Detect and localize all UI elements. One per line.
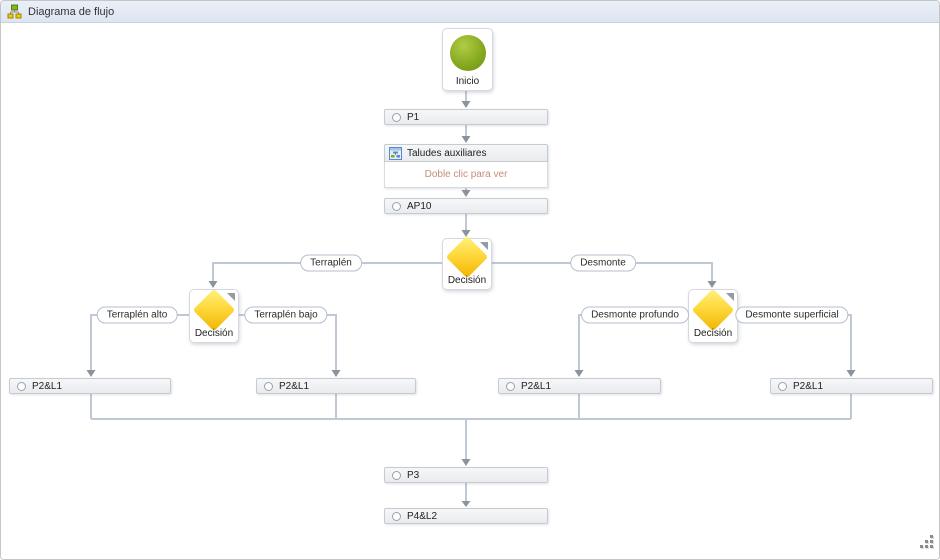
status-circle-icon bbox=[264, 381, 273, 391]
output-node-label: P2&L1 bbox=[279, 380, 310, 392]
branch-label-desmonte-superficial: Desmonte superficial bbox=[735, 306, 849, 324]
decision-node-label: Decisión bbox=[447, 275, 487, 286]
subdiagram-hint: Doble clic para ver bbox=[424, 169, 508, 180]
subdiagram-header: Taludes auxiliares bbox=[384, 144, 548, 162]
process-node-ap10[interactable]: AP10 bbox=[384, 198, 548, 214]
collapse-corner-icon bbox=[227, 293, 235, 301]
subdiagram-node-taludes[interactable]: Taludes auxiliares Doble clic para ver bbox=[384, 144, 548, 188]
output-node-p2l1-3[interactable]: P2&L1 bbox=[498, 378, 661, 394]
start-node-label: Inicio bbox=[455, 76, 480, 87]
output-node-label: P2&L1 bbox=[32, 380, 63, 392]
branch-label-terraplen: Terraplén bbox=[300, 254, 362, 272]
output-node-label: P2&L1 bbox=[521, 380, 552, 392]
branch-label-desmonte-profundo: Desmonte profundo bbox=[581, 306, 689, 324]
process-node-label: P4&L2 bbox=[407, 510, 438, 522]
branch-label-terraplen-bajo: Terraplén bajo bbox=[244, 306, 328, 324]
process-node-p3[interactable]: P3 bbox=[384, 467, 548, 483]
flowchart-icon bbox=[7, 4, 22, 19]
output-node-p2l1-4[interactable]: P2&L1 bbox=[770, 378, 933, 394]
decision-node-label: Decisión bbox=[693, 328, 733, 339]
status-circle-icon bbox=[392, 470, 401, 480]
branch-label-desmonte: Desmonte bbox=[570, 254, 636, 272]
output-node-label: P2&L1 bbox=[793, 380, 824, 392]
status-circle-icon bbox=[392, 201, 401, 211]
process-node-label: AP10 bbox=[407, 200, 432, 212]
panel-title: Diagrama de flujo bbox=[28, 5, 115, 18]
branch-label-terraplen-alto: Terraplén alto bbox=[96, 306, 178, 324]
output-node-p2l1-2[interactable]: P2&L1 bbox=[256, 378, 416, 394]
collapse-corner-icon bbox=[726, 293, 734, 301]
process-node-label: P3 bbox=[407, 469, 420, 481]
process-node-p4l2[interactable]: P4&L2 bbox=[384, 508, 548, 524]
status-circle-icon bbox=[392, 112, 401, 122]
connector-lines bbox=[86, 89, 856, 507]
status-circle-icon bbox=[778, 381, 787, 391]
diagram-canvas: Inicio P1 Taludes auxi bbox=[1, 23, 939, 559]
panel-titlebar: Diagrama de flujo bbox=[1, 1, 939, 23]
subdiagram-title: Taludes auxiliares bbox=[407, 147, 487, 159]
status-circle-icon bbox=[17, 381, 26, 391]
decision-node-right[interactable]: Decisión bbox=[688, 288, 738, 343]
process-node-p1[interactable]: P1 bbox=[384, 109, 548, 125]
start-node[interactable]: Inicio bbox=[442, 28, 493, 91]
decision-node-label: Decisión bbox=[194, 328, 234, 339]
decision-node-main[interactable]: Decisión bbox=[442, 235, 492, 290]
subdiagram-icon bbox=[389, 146, 402, 160]
decision-node-left[interactable]: Decisión bbox=[189, 288, 239, 343]
output-node-p2l1-1[interactable]: P2&L1 bbox=[9, 378, 171, 394]
resize-grip[interactable] bbox=[920, 535, 934, 554]
status-circle-icon bbox=[392, 511, 401, 521]
subdiagram-body[interactable]: Doble clic para ver bbox=[384, 162, 548, 188]
start-circle-icon bbox=[449, 35, 486, 71]
status-circle-icon bbox=[506, 381, 515, 391]
collapse-corner-icon bbox=[480, 242, 488, 250]
process-node-label: P1 bbox=[407, 111, 420, 123]
